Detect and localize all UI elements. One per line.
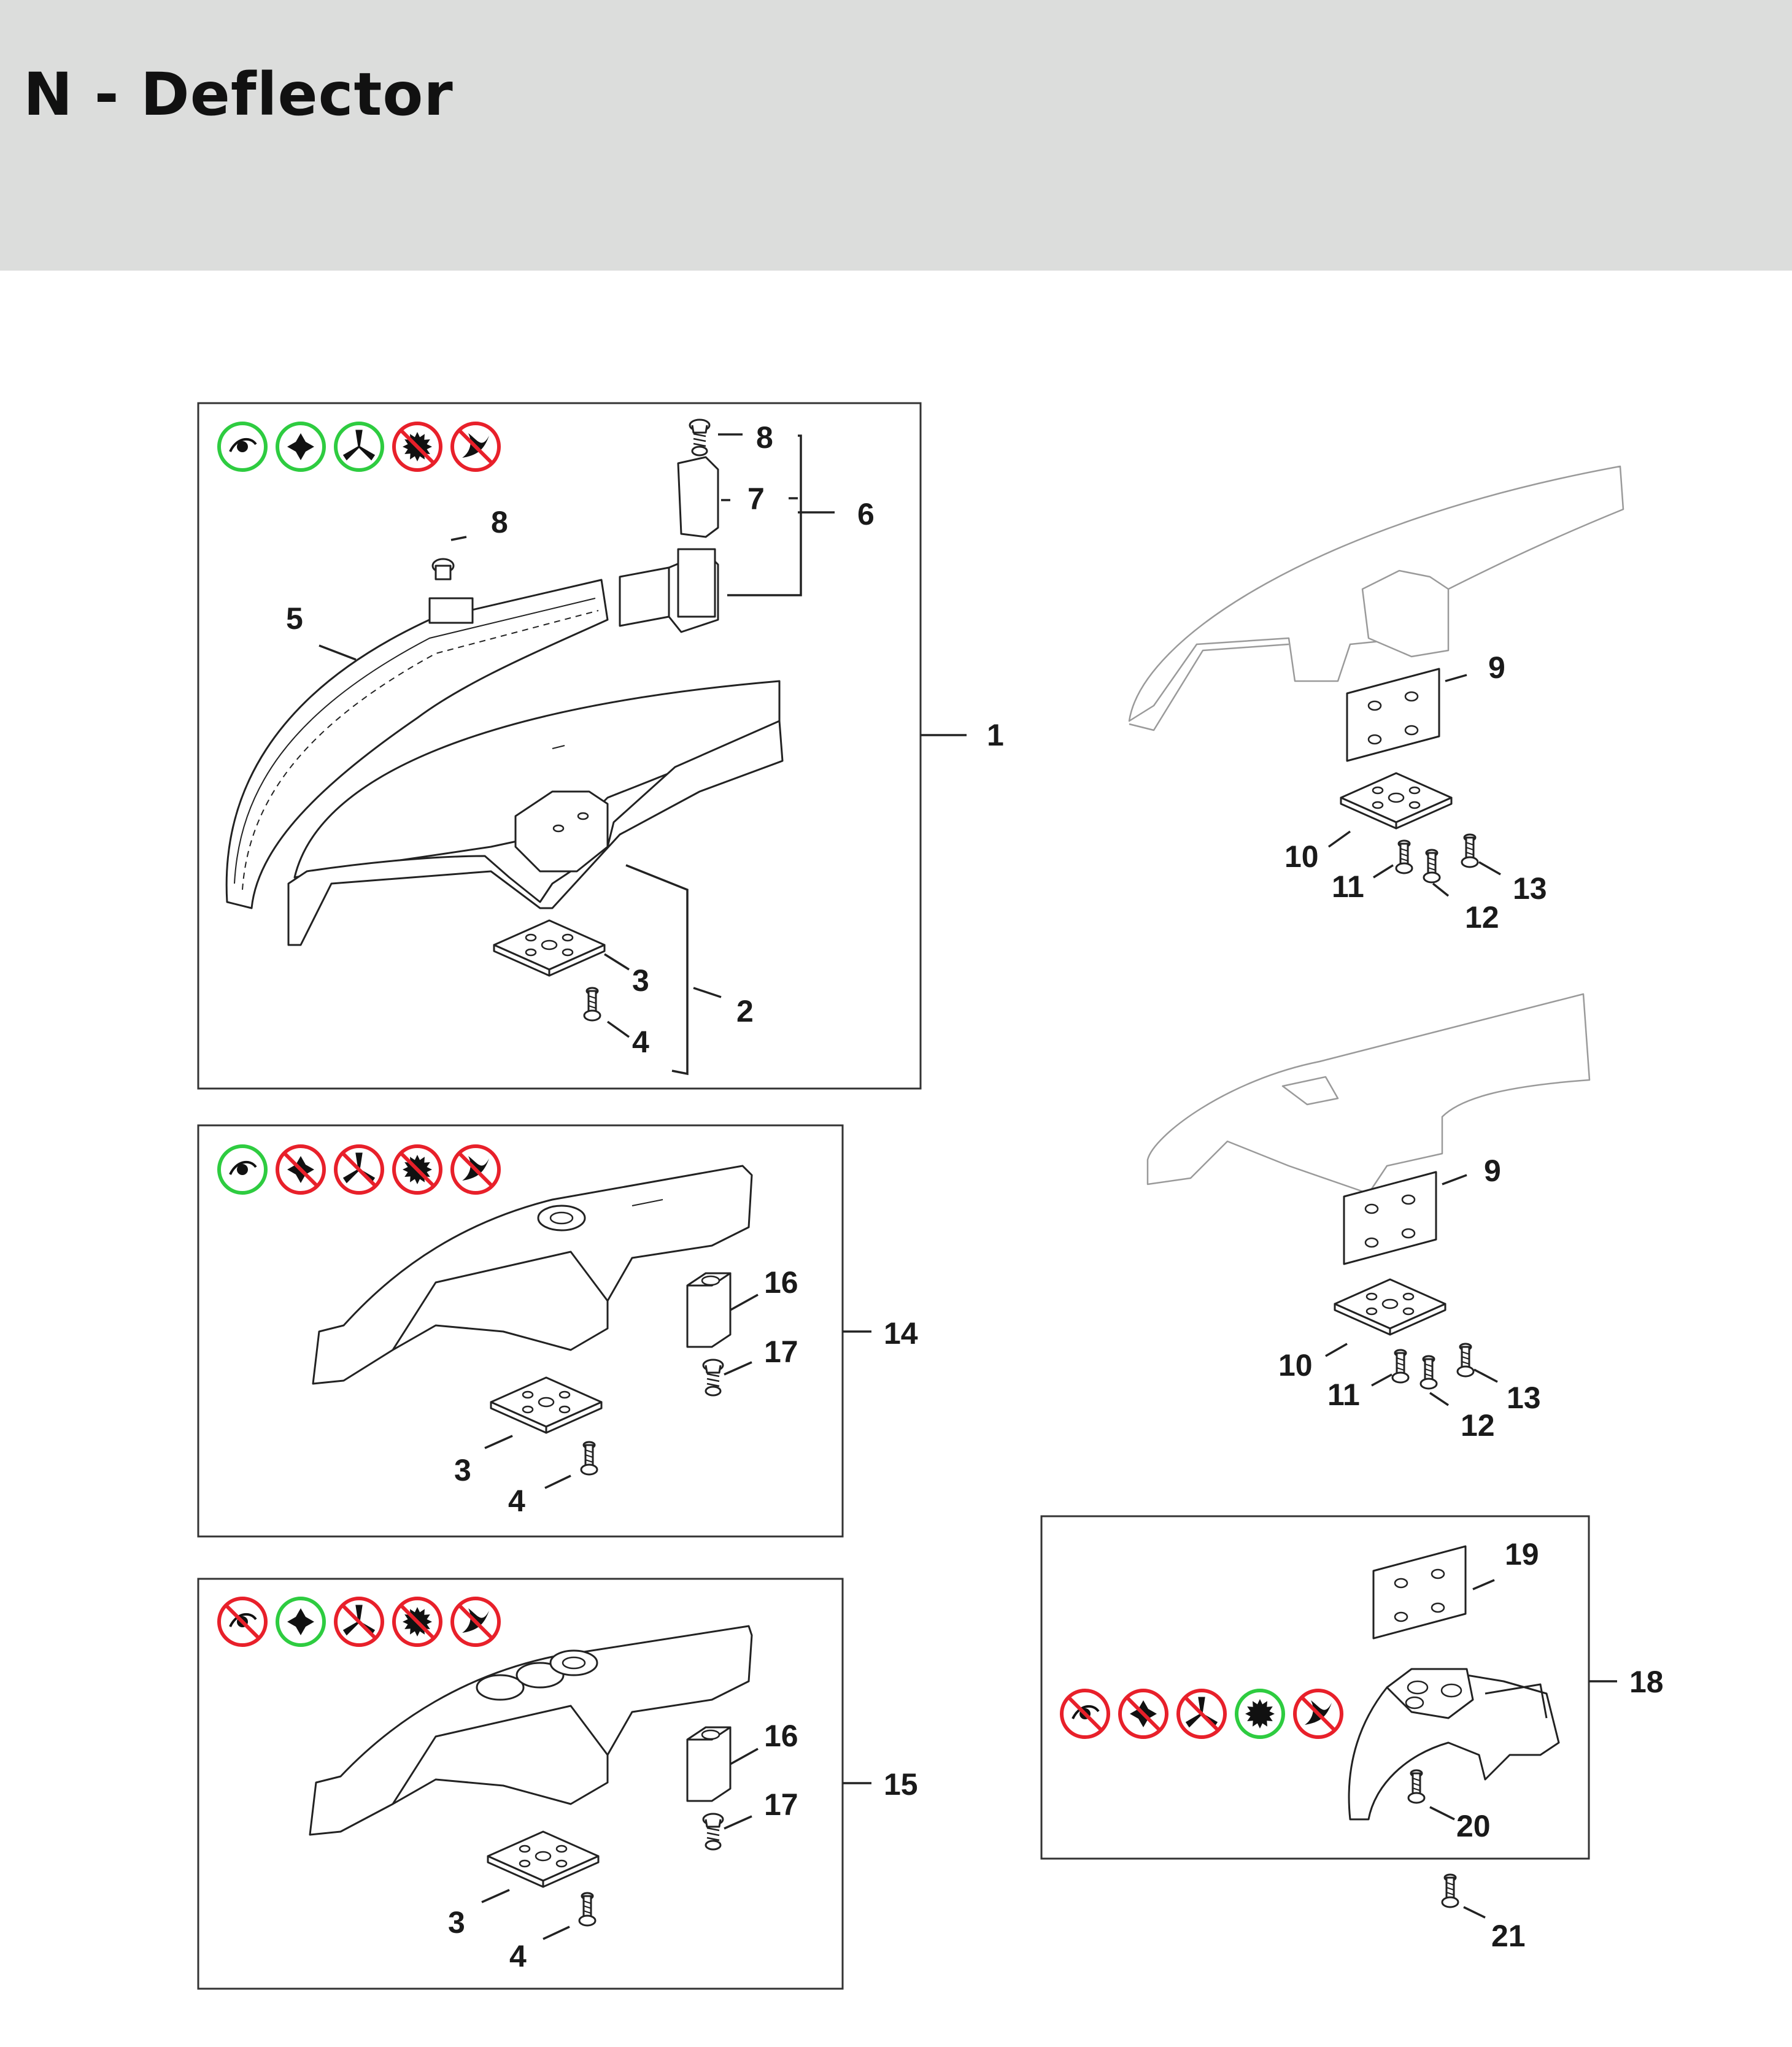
group-1-cutting-attachment-icons (217, 422, 501, 472)
callout-16-g15: 16 (764, 1719, 798, 1753)
group-18-box (1040, 1515, 1590, 1860)
shredder-blade-icon-not-allowed (450, 1597, 501, 1647)
callout-8-top: 8 (756, 420, 773, 455)
callout-10-middle: 10 (1278, 1348, 1313, 1382)
circular-saw-blade-icon-not-allowed (392, 1144, 442, 1195)
polycut-head-icon-allowed (276, 422, 326, 472)
part-5-deflector-extension (225, 558, 609, 909)
part-12-screw (1423, 849, 1441, 884)
part-8-screw-top (689, 418, 711, 457)
part-10-plate-middle (1334, 1278, 1446, 1336)
callout-9-upper: 9 (1488, 650, 1505, 685)
part-3-plate-g15 (487, 1830, 600, 1888)
group-15-deflector-kit: 16 17 15 3 4 (197, 1578, 918, 1990)
part-10-plate (1340, 772, 1453, 830)
callout-6: 6 (857, 497, 875, 531)
callout-5: 5 (286, 601, 303, 636)
group-1-deflector-kit: 8 7 6 8 5 1 3 2 4 (197, 402, 1004, 1090)
callout-3-g15: 3 (448, 1905, 465, 1940)
part-4-screw-g15 (578, 1892, 597, 1927)
part-13-screw (1461, 833, 1479, 868)
shredder-blade-icon-not-allowed (450, 1144, 501, 1195)
page-title: N - Deflector (23, 60, 454, 129)
callout-16-g14: 16 (764, 1265, 798, 1300)
callout-11-middle: 11 (1327, 1378, 1360, 1412)
group-14-label: 14 (884, 1316, 918, 1351)
callout-11-upper: 11 (1332, 869, 1364, 904)
callout-3-g14: 3 (454, 1453, 471, 1487)
mowing-head-icon-not-allowed (217, 1597, 268, 1647)
group-14-deflector-kit: 16 17 14 3 4 (197, 1124, 918, 1538)
part-7-bracket (677, 456, 719, 538)
middle-right-mounting-parts: 9 10 11 12 13 (1146, 993, 1591, 1443)
upper-right-mounting-parts: 9 10 11 12 13 (1128, 465, 1624, 935)
callout-20: 20 (1456, 1809, 1491, 1843)
callout-4-g14: 4 (508, 1484, 525, 1518)
callout-8: 8 (491, 505, 508, 539)
part-2-deflector (287, 680, 784, 946)
part-13-screw-middle (1456, 1343, 1475, 1378)
part-20-screw (1407, 1769, 1426, 1804)
circular-saw-blade-icon-not-allowed (392, 1597, 442, 1647)
group-15-label: 15 (884, 1767, 918, 1802)
part-3-plate (493, 919, 606, 977)
part-16-bracket (686, 1272, 732, 1348)
callout-12-upper: 12 (1465, 900, 1499, 935)
circular-saw-blade-icon-not-allowed (392, 422, 442, 472)
mowing-head-icon-allowed (217, 422, 268, 472)
polycut-head-icon-not-allowed (1118, 1689, 1168, 1739)
group-18-label: 18 (1629, 1665, 1664, 1699)
part-6-bracket-assembly (619, 548, 719, 633)
callout-9-middle: 9 (1484, 1154, 1501, 1188)
part-12-screw-middle (1419, 1355, 1438, 1390)
callout-10-upper: 10 (1284, 839, 1319, 874)
mowing-head-icon-not-allowed (1060, 1689, 1110, 1739)
part-11-screw-middle (1391, 1349, 1410, 1384)
part-4-screw (583, 987, 601, 1022)
circular-saw-blade-icon-allowed (1235, 1689, 1285, 1739)
callout-7: 7 (747, 482, 765, 516)
part-17-screw (702, 1359, 724, 1397)
part-9-gasket (1346, 668, 1440, 762)
part-3-plate-g14 (490, 1376, 603, 1434)
callout-2: 2 (736, 994, 754, 1028)
callout-17-g14: 17 (764, 1335, 798, 1369)
part-16-bracket-g15 (686, 1726, 732, 1802)
callout-19: 19 (1505, 1537, 1539, 1571)
part-11-screw (1395, 839, 1413, 874)
grass-cutting-blade-icon-not-allowed (334, 1144, 384, 1195)
polycut-head-icon-allowed (276, 1597, 326, 1647)
shredder-blade-icon-not-allowed (450, 422, 501, 472)
group-14-cutting-attachment-icons (217, 1144, 501, 1195)
grass-cutting-blade-icon-allowed (334, 422, 384, 472)
callout-17-g15: 17 (764, 1787, 798, 1822)
callout-13-upper: 13 (1513, 871, 1547, 906)
callout-3: 3 (632, 963, 649, 998)
callout-13-middle: 13 (1507, 1381, 1541, 1415)
part-4-screw-g14 (580, 1441, 598, 1476)
part-17-screw-g15 (702, 1813, 724, 1851)
group-1-label: 1 (987, 718, 1004, 752)
group-15-cutting-attachment-icons (217, 1597, 501, 1647)
group-1-box (197, 402, 922, 1090)
mowing-head-icon-allowed (217, 1144, 268, 1195)
group-18-deflector-kit: 19 20 18 (1040, 1515, 1664, 1860)
part-21-screw-group: 21 (1441, 1873, 1526, 1953)
grass-cutting-blade-icon-not-allowed (334, 1597, 384, 1647)
page-header: N - Deflector (0, 0, 1792, 271)
callout-21: 21 (1491, 1919, 1526, 1953)
polycut-head-icon-not-allowed (276, 1144, 326, 1195)
callout-12-middle: 12 (1461, 1408, 1495, 1443)
callout-4-g15: 4 (509, 1939, 527, 1973)
shredder-blade-icon-not-allowed (1293, 1689, 1343, 1739)
group-18-cutting-attachment-icons (1060, 1689, 1343, 1739)
callout-4: 4 (632, 1025, 649, 1059)
grass-cutting-blade-icon-not-allowed (1176, 1689, 1227, 1739)
part-19-gasket (1372, 1545, 1467, 1640)
part-21-screw (1441, 1873, 1459, 1908)
